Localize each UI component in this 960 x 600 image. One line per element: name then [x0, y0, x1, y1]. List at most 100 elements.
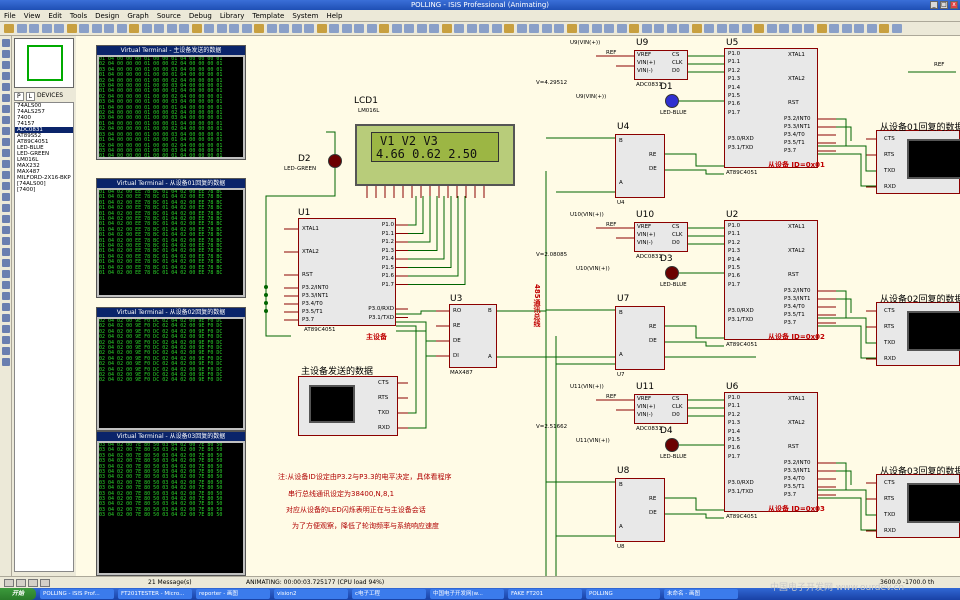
toolbar-button[interactable]	[891, 24, 902, 33]
toolbar-button[interactable]	[41, 24, 52, 33]
toolbar-button[interactable]	[91, 24, 102, 33]
toolbar-button[interactable]	[266, 24, 277, 33]
tool-icon[interactable]	[2, 94, 10, 102]
toolbar-button[interactable]	[29, 24, 39, 33]
toolbar-button[interactable]	[679, 24, 689, 33]
toolbar-button[interactable]	[191, 24, 202, 33]
taskbar-item[interactable]: vision2	[274, 589, 348, 599]
toolbar-button[interactable]	[141, 24, 152, 33]
slave-mcu-u2[interactable]	[724, 220, 818, 340]
toolbar-button[interactable]	[379, 24, 389, 33]
toolbar-button[interactable]	[491, 24, 502, 33]
toolbar-button[interactable]	[479, 24, 489, 33]
adc0831-u11[interactable]	[634, 394, 688, 424]
slave-reply-terminal[interactable]	[876, 474, 960, 538]
device-list-item[interactable]: LED-GREEN	[17, 151, 50, 157]
taskbar-item[interactable]: reporter - 画图	[196, 589, 270, 599]
tool-icon[interactable]	[2, 292, 10, 300]
toolbar-button[interactable]	[541, 24, 552, 33]
toolbar-button[interactable]	[304, 24, 314, 33]
toolbar-button[interactable]	[466, 24, 477, 33]
toolbar-button[interactable]	[429, 24, 439, 33]
menu-debug[interactable]: Debug	[188, 12, 212, 20]
device-list-item[interactable]: 7400	[17, 115, 31, 121]
toolbar-button[interactable]	[741, 24, 752, 33]
slave-mcu-u6[interactable]	[724, 392, 818, 512]
device-list-item[interactable]: ADC0831	[15, 127, 73, 133]
step-button[interactable]	[16, 579, 26, 587]
device-list-item[interactable]: AT89C4051	[17, 139, 49, 145]
menu-file[interactable]: File	[4, 12, 16, 20]
minimize-button[interactable]: _	[930, 1, 938, 9]
pause-button[interactable]	[28, 579, 38, 587]
tool-icon[interactable]	[2, 270, 10, 278]
tool-icon[interactable]	[2, 358, 10, 366]
toolbar-button[interactable]	[591, 24, 602, 33]
toolbar-button[interactable]	[629, 24, 639, 33]
toolbar-button[interactable]	[816, 24, 827, 33]
tool-icon[interactable]	[2, 237, 10, 245]
toolbar-button[interactable]	[441, 24, 452, 33]
toolbar-button[interactable]	[291, 24, 302, 33]
toolbar-button[interactable]	[391, 24, 402, 33]
taskbar-item[interactable]: c电子工程	[352, 589, 426, 599]
max487-u3[interactable]	[449, 304, 497, 368]
toolbar-button[interactable]	[179, 24, 189, 33]
tool-icon[interactable]	[2, 347, 10, 355]
toolbar-button[interactable]	[241, 24, 252, 33]
toolbar-button[interactable]	[454, 24, 464, 33]
message-count[interactable]: 21 Message(s)	[148, 579, 192, 586]
toolbar-button[interactable]	[116, 24, 127, 33]
toolbar-button[interactable]	[104, 24, 114, 33]
menu-source[interactable]: Source	[156, 12, 181, 20]
play-button[interactable]	[4, 579, 14, 587]
menu-edit[interactable]: Edit	[48, 12, 62, 20]
toolbar-button[interactable]	[529, 24, 539, 33]
tool-icon[interactable]	[2, 215, 10, 223]
device-list-item[interactable]: LED-BLUE	[17, 145, 44, 151]
toolbar-button[interactable]	[829, 24, 839, 33]
tool-icon[interactable]	[2, 325, 10, 333]
toolbar-button[interactable]	[791, 24, 802, 33]
tool-icon[interactable]	[2, 303, 10, 311]
taskbar-item[interactable]: FT201TESTER - Micro...	[118, 589, 192, 599]
device-list-item[interactable]: MILFORD-2X16-BKP	[17, 175, 71, 181]
taskbar-item[interactable]: POLLING	[586, 589, 660, 599]
tool-icon[interactable]	[2, 193, 10, 201]
tool-icon[interactable]	[2, 116, 10, 124]
toolbar-button[interactable]	[154, 24, 164, 33]
toolbar-button[interactable]	[354, 24, 364, 33]
toolbar-button[interactable]	[854, 24, 864, 33]
tool-icon[interactable]	[2, 281, 10, 289]
slave-mcu-u5[interactable]	[724, 48, 818, 168]
menu-design[interactable]: Design	[95, 12, 120, 20]
device-list-item[interactable]: [7400]	[17, 187, 36, 193]
toolbar-button[interactable]	[554, 24, 564, 33]
toolbar-button[interactable]	[229, 24, 239, 33]
tool-icon[interactable]	[2, 61, 10, 69]
device-list-item[interactable]: 74ALS257	[17, 109, 45, 115]
maximize-button[interactable]: □	[940, 1, 948, 9]
toolbar-button[interactable]	[329, 24, 339, 33]
close-button[interactable]: x	[950, 1, 958, 9]
toolbar-button[interactable]	[866, 24, 877, 33]
toolbar-button[interactable]	[604, 24, 614, 33]
tool-icon[interactable]	[2, 50, 10, 58]
tool-icon[interactable]	[2, 149, 10, 157]
device-list-item[interactable]: 74ALS00	[17, 103, 42, 109]
toolbar-button[interactable]	[4, 24, 14, 33]
tool-icon[interactable]	[2, 160, 10, 168]
master-mcu-u1[interactable]	[298, 218, 396, 326]
toolbar-button[interactable]	[691, 24, 702, 33]
tool-icon[interactable]	[2, 204, 10, 212]
toolbar-button[interactable]	[841, 24, 852, 33]
adc0831-u9[interactable]	[634, 50, 688, 80]
toolbar-button[interactable]	[66, 24, 77, 33]
taskbar-item[interactable]: 中国电子开发网(w...	[430, 589, 504, 599]
toolbar-button[interactable]	[566, 24, 577, 33]
